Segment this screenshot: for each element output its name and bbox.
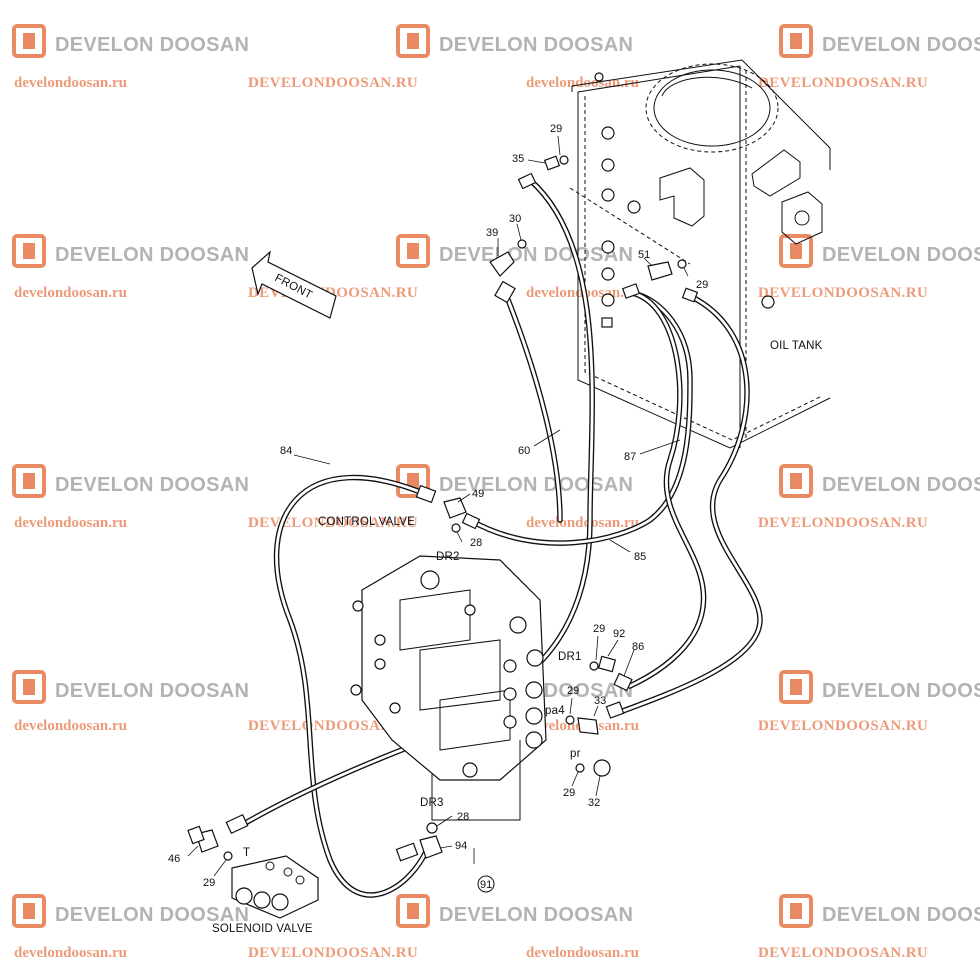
part-number: 92 <box>613 628 625 640</box>
oil-tank-label: OIL TANK <box>770 340 823 352</box>
port-label-dr3: DR3 <box>420 797 444 809</box>
watermark-site: DEVELONDOOSAN.RU <box>758 945 928 961</box>
part-number: 28 <box>457 811 469 823</box>
watermark-site: DEVELONDOOSAN.RU <box>758 75 928 91</box>
watermark-site: develondoosan.ru <box>14 285 127 301</box>
part-number: 60 <box>518 445 530 457</box>
part-number: 87 <box>624 451 636 463</box>
watermark-brand: DEVELON DOOSAN <box>822 680 980 702</box>
part-number: 29 <box>593 623 605 635</box>
oil-tank <box>569 59 831 449</box>
part-number: 49 <box>472 488 484 500</box>
watermark-brand: DEVELON DOOSAN <box>55 680 249 702</box>
watermark-site: develondoosan.ru <box>526 75 639 91</box>
port-label-t: T <box>243 847 250 859</box>
part-number: 29 <box>203 877 215 889</box>
watermark-site: develondoosan.ru <box>14 718 127 734</box>
watermark-site: develondoosan.ru <box>526 945 639 961</box>
part-number: 86 <box>632 641 644 653</box>
watermark-logo <box>12 464 46 498</box>
hose-84 <box>273 474 433 898</box>
watermark-brand: DEVELON DOOSAN <box>439 34 633 56</box>
part-number: 94 <box>455 840 467 852</box>
watermark-site: DEVELONDOOSAN.RU <box>248 945 418 961</box>
hose-87 <box>617 293 763 715</box>
part-number: 46 <box>168 853 180 865</box>
part-number: 33 <box>594 695 606 707</box>
watermark-brand: DEVELON DOOSAN <box>439 244 633 266</box>
watermark-logo <box>779 234 813 268</box>
watermark-site: DEVELONDOOSAN.RU <box>248 515 418 531</box>
hose-60 <box>502 177 595 683</box>
part-number: 32 <box>588 797 600 809</box>
watermark-site: DEVELONDOOSAN.RU <box>248 75 418 91</box>
watermark-logo <box>12 234 46 268</box>
leader-lines <box>187 135 689 877</box>
watermark-logo <box>779 24 813 58</box>
watermark-brand: DEVELON DOOSAN <box>822 244 980 266</box>
part-number: 84 <box>280 445 292 457</box>
part-numbers: 29 35 30 39 51 29 60 87 84 49 28 85 29 9… <box>168 123 708 893</box>
watermark-logo <box>779 670 813 704</box>
watermark-brand: DEVELON DOOSAN <box>822 904 980 926</box>
part-number: 35 <box>512 153 524 165</box>
part-number: 29 <box>567 685 579 697</box>
control-valve <box>350 555 547 821</box>
watermark-brand: DEVELON DOOSAN <box>55 904 249 926</box>
callout-circle <box>477 875 495 893</box>
watermark-logo <box>396 24 430 58</box>
watermark-logo <box>779 464 813 498</box>
watermark-logo <box>12 24 46 58</box>
watermark-site: develondoosan.ru <box>14 945 127 961</box>
solenoid-valve <box>231 855 319 919</box>
watermark-site: develondoosan.ru <box>14 515 127 531</box>
part-number: 28 <box>470 537 482 549</box>
watermark-logo <box>396 894 430 928</box>
watermark-logo <box>779 894 813 928</box>
watermark-logo <box>12 670 46 704</box>
part-number: 29 <box>696 279 708 291</box>
port-labels: DR1 DR2 DR3 pa4 pr T <box>243 551 582 859</box>
watermark-site: DEVELONDOOSAN.RU <box>758 515 928 531</box>
control-valve-label: CONTROL VALVE <box>318 516 415 528</box>
part-number: 29 <box>563 787 575 799</box>
watermark-brand: DEVELON DOOSAN <box>822 34 980 56</box>
solenoid-valve-label: SOLENOID VALVE <box>212 923 313 935</box>
part-number: 39 <box>486 227 498 239</box>
hose-85 <box>467 291 693 546</box>
watermark-site: DEVELONDOOSAN.RU <box>758 285 928 301</box>
port-label-dr2: DR2 <box>436 551 460 563</box>
watermark-site: DEVELONDOOSAN.RU <box>758 718 928 734</box>
watermark-brand: DEVELON DOOSAN <box>439 904 633 926</box>
watermark-logo <box>396 234 430 268</box>
watermark-brand: DEVELON DOOSAN <box>55 34 249 56</box>
port-label-pr: pr <box>570 748 581 760</box>
watermark-brand: DEVELON DOOSAN <box>55 244 249 266</box>
watermark-brand: DEVELON DOOSAN <box>822 474 980 496</box>
port-label-pa4: pa4 <box>545 705 565 717</box>
part-number: 30 <box>509 213 521 225</box>
watermark-site: DEVELONDOOSAN.RU <box>248 718 418 734</box>
watermark-brand: DEVELON DOOSAN <box>55 474 249 496</box>
fittings <box>187 155 699 862</box>
part-number: 85 <box>634 551 646 563</box>
part-number: 51 <box>638 249 650 261</box>
watermark-logo <box>12 894 46 928</box>
watermark-site: develondoosan.ru <box>14 75 127 91</box>
watermark-layer: DEVELON DOOSAN DEVELON DOOSAN DEVELON DO… <box>12 24 980 961</box>
hose-86 <box>627 291 707 689</box>
watermark-brand: DEVELON DOOSAN <box>439 474 633 496</box>
part-number: 29 <box>550 123 562 135</box>
watermark-logo <box>396 464 430 498</box>
port-label-dr1: DR1 <box>558 651 582 663</box>
part-number: 91 <box>480 879 492 891</box>
watermark-site: develondoosan.ru <box>526 515 639 531</box>
